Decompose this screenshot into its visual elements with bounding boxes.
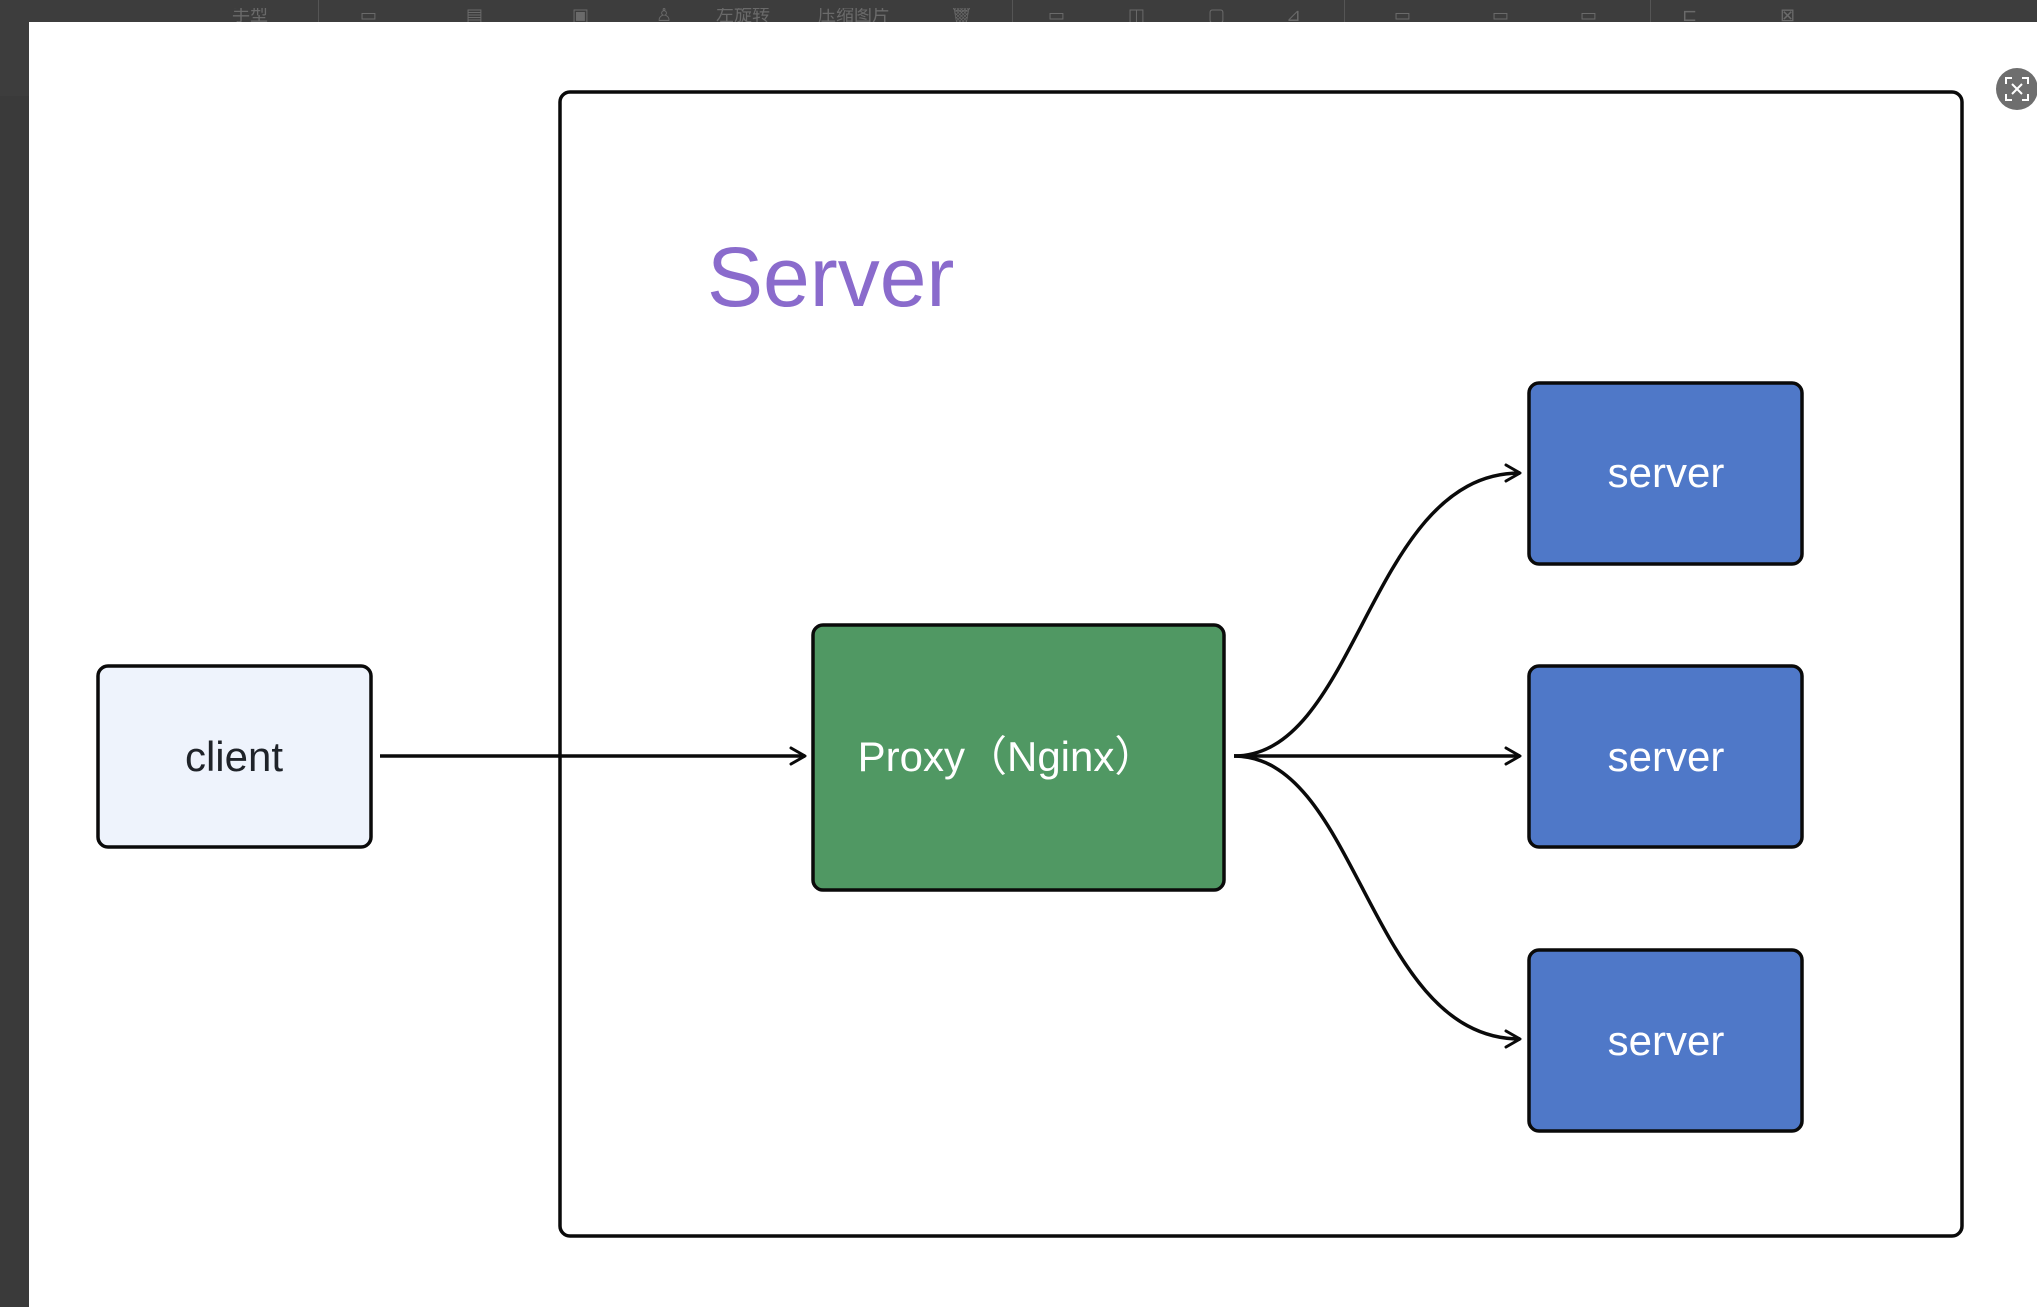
- crop-icon[interactable]: ⊿: [1286, 8, 1302, 22]
- toolbar-separator: [1344, 0, 1345, 22]
- exit-fullscreen-button[interactable]: [1996, 68, 2037, 110]
- toolbar-item-compress[interactable]: 压缩图片: [818, 8, 890, 22]
- picture-icon[interactable]: ▭: [1394, 8, 1412, 22]
- text-icon[interactable]: ▤: [466, 8, 484, 22]
- server-node[interactable]: server: [1527, 381, 1804, 566]
- toolbar-separator: [318, 0, 319, 22]
- image-preview-panel: Server client Proxy（Nginx） server server…: [29, 22, 2037, 1307]
- server-group-title: Server: [707, 230, 954, 324]
- brush-icon[interactable]: ♙: [656, 8, 673, 22]
- server-label: server: [1608, 449, 1725, 496]
- frame-icon[interactable]: ▭: [1048, 8, 1066, 22]
- server-node[interactable]: server: [1527, 948, 1804, 1133]
- exit-fullscreen-icon: [2005, 77, 2029, 101]
- picture-edit-icon[interactable]: ▭: [1580, 8, 1598, 22]
- toolbar-separator: [1650, 0, 1651, 22]
- proxy-to-server-bottom-arrow: [1233, 754, 1522, 1049]
- toolbar-item-rotate-left[interactable]: 左旋转: [716, 8, 770, 22]
- picture-frame-icon[interactable]: ▭: [1492, 8, 1510, 22]
- toolbar-item-hand[interactable]: 手型: [232, 8, 268, 22]
- split-icon[interactable]: ◫: [1128, 8, 1146, 22]
- architecture-diagram: Server client Proxy（Nginx） server server…: [96, 90, 1964, 1238]
- server-label: server: [1608, 733, 1725, 780]
- server-node[interactable]: server: [1527, 664, 1804, 849]
- client-node[interactable]: client: [96, 664, 373, 849]
- camera-icon[interactable]: ▢: [1208, 8, 1226, 22]
- delete-icon[interactable]: 🗑: [950, 8, 973, 22]
- align-icon[interactable]: ⊏: [1682, 8, 1698, 22]
- image-icon[interactable]: ▭: [360, 8, 378, 22]
- text-edit-icon[interactable]: ▣: [572, 8, 590, 22]
- close-box-icon[interactable]: ⊠: [1780, 8, 1796, 22]
- proxy-to-server-top-arrow: [1233, 463, 1522, 758]
- proxy-label: Proxy（Nginx）: [858, 733, 1157, 780]
- toolbar-separator: [1012, 0, 1013, 22]
- client-label: client: [185, 733, 283, 780]
- proxy-node[interactable]: Proxy（Nginx）: [811, 623, 1226, 892]
- server-label: server: [1608, 1017, 1725, 1064]
